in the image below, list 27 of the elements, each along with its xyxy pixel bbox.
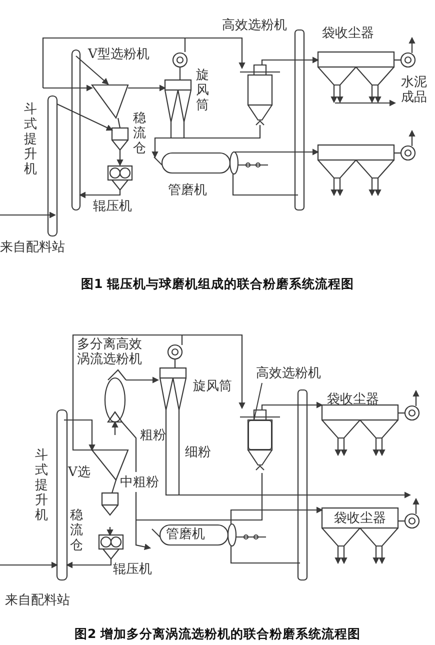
equipment-label: 来自配料站 xyxy=(5,593,70,608)
equipment-label: 管磨机 xyxy=(168,183,207,198)
equipment-label: 稳流仓 xyxy=(133,111,147,156)
equipment-label: 旋风筒 xyxy=(196,68,210,113)
equipment-label: 水泥成品 xyxy=(401,75,428,105)
equipment-label: 来自配料站 xyxy=(0,240,65,255)
figure-caption: 图1 辊压机与球磨机组成的联合粉磨系统流程图 xyxy=(80,276,356,293)
equipment-label: V选 xyxy=(68,465,90,480)
equipment-label: V型选粉机 xyxy=(88,47,150,62)
equipment-label: 管磨机 xyxy=(166,527,205,542)
equipment-label: 旋风筒 xyxy=(193,379,232,394)
leader-line xyxy=(254,382,262,420)
equipment-label: 多分离高效涡流选粉机 xyxy=(77,337,143,367)
figure-caption: 图2 增加多分离涡流选粉机的联合粉磨系统流程图 xyxy=(73,626,362,643)
equipment-label: 斗式提升机 xyxy=(35,448,49,523)
equipment-label: 袋收尘器 xyxy=(322,26,374,41)
equipment-label: 斗式提升机 xyxy=(24,102,38,177)
equipment-label: 稳流仓 xyxy=(70,508,84,553)
equipment-label: 袋收尘器 xyxy=(334,511,386,526)
equipment-label: 细粉 xyxy=(185,445,211,460)
equipment-label: 辊压机 xyxy=(93,199,132,214)
equipment-label: 辊压机 xyxy=(113,562,152,577)
equipment-label: 袋收尘器 xyxy=(327,392,379,407)
equipment-label: 粗粉 xyxy=(140,428,166,443)
equipment-label: 高效选粉机 xyxy=(222,18,288,33)
equipment-label: 高效选粉机 xyxy=(256,366,321,381)
equipment-label: 中粗粉 xyxy=(120,475,159,490)
